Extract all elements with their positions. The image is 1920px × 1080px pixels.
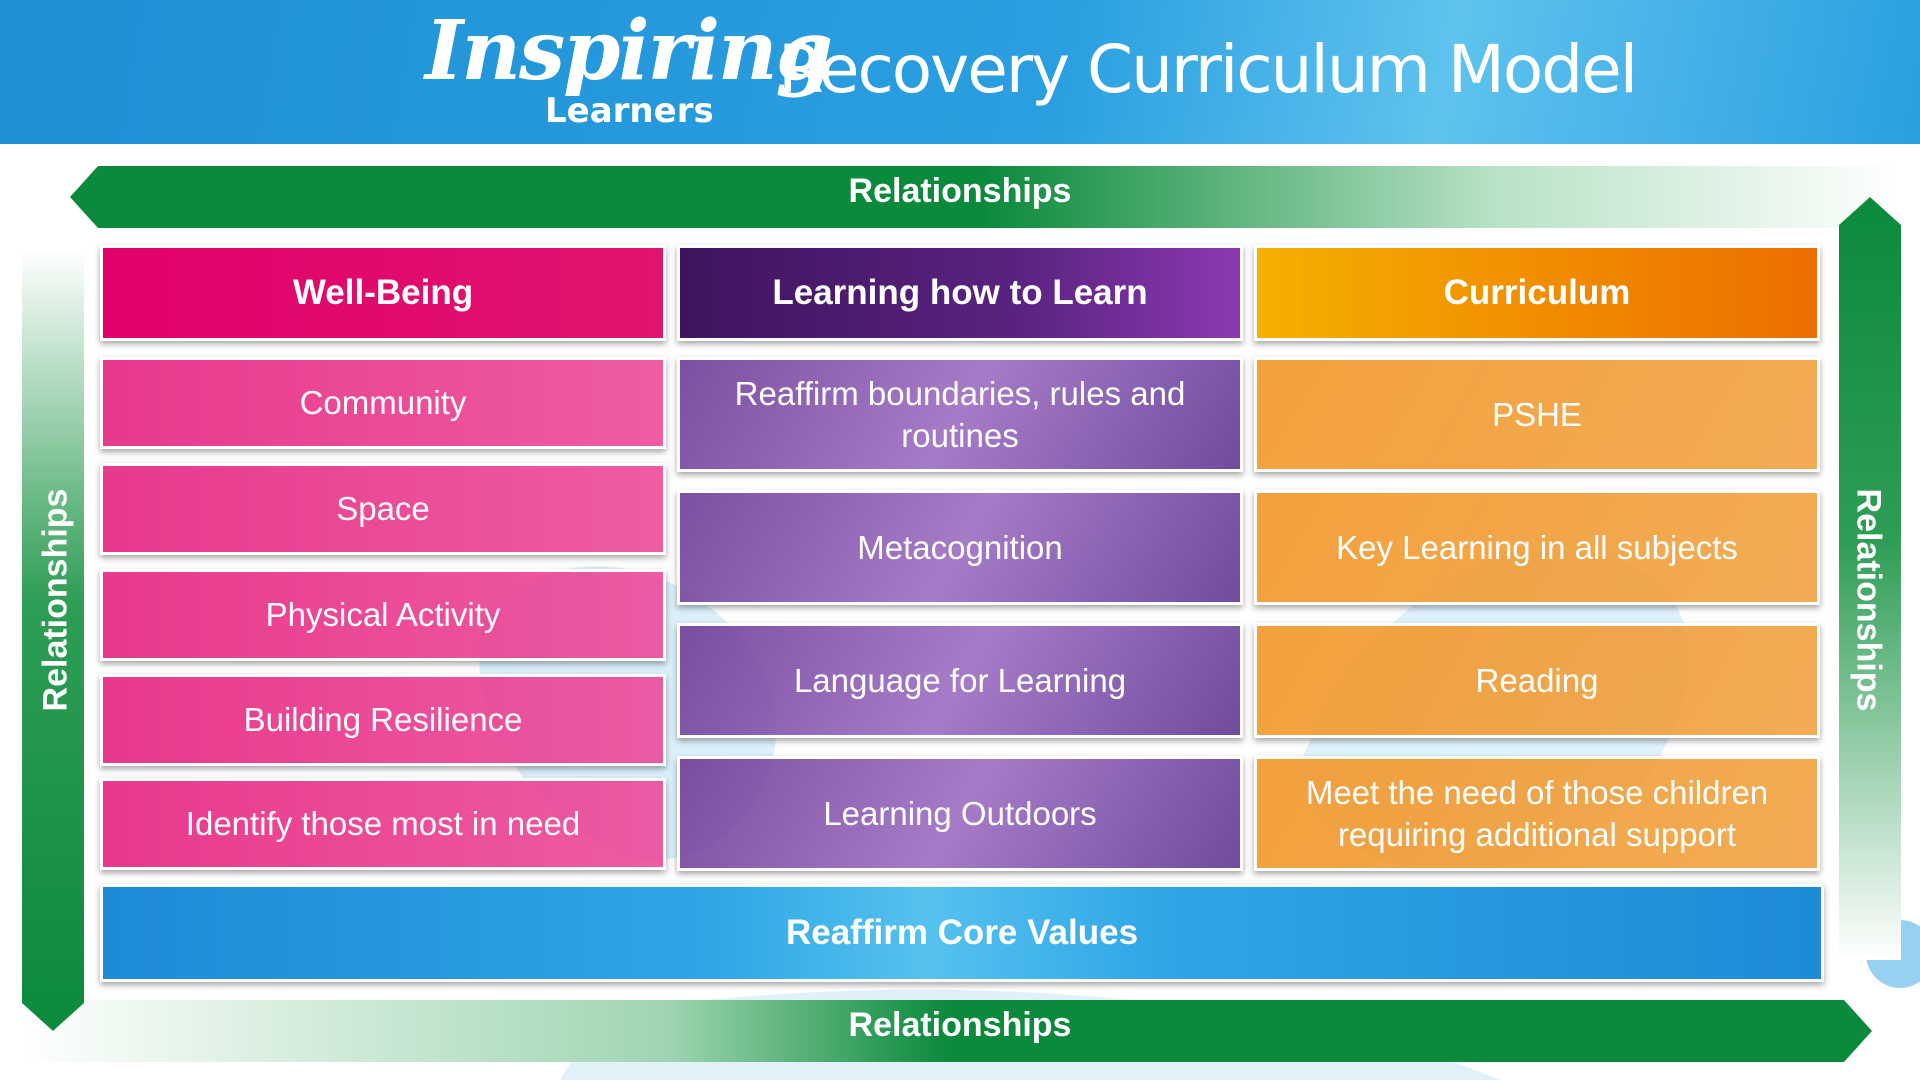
logo-subtitle: Learners: [545, 91, 714, 131]
relationships-bottom-label: Relationships: [848, 1006, 1072, 1044]
core-values-bar: Reaffirm Core Values: [100, 884, 1824, 982]
wellbeing-item-identify-need: Identify those most in need: [100, 778, 666, 870]
curriculum-item-key-learning: Key Learning in all subjects: [1254, 490, 1820, 605]
relationships-right-label: Relationships: [1849, 488, 1888, 712]
wellbeing-item-space: Space: [100, 463, 666, 555]
page-title: Recovery Curriculum Model: [778, 31, 1638, 108]
curriculum-header: Curriculum: [1254, 245, 1820, 341]
learning-item-metacognition: Metacognition: [677, 490, 1243, 605]
inspiring-learners-logo: Inspiring Learners: [425, 10, 833, 131]
learning-header: Learning how to Learn: [677, 245, 1243, 341]
top-arrow: [70, 166, 1900, 228]
learning-item-language: Language for Learning: [677, 623, 1243, 738]
bottom-arrow: [20, 1000, 1872, 1062]
header-banner: Inspiring Learners Recovery Curriculum M…: [0, 0, 1920, 144]
wellbeing-header: Well-Being: [100, 245, 666, 341]
learning-item-outdoors: Learning Outdoors: [677, 756, 1243, 871]
curriculum-item-additional-support: Meet the need of those children requirin…: [1254, 756, 1820, 871]
relationships-left-label: Relationships: [36, 488, 75, 712]
learning-item-boundaries: Reaffirm boundaries, rules and routines: [677, 357, 1243, 472]
wellbeing-item-building-resilience: Building Resilience: [100, 674, 666, 766]
relationships-top-label: Relationships: [848, 172, 1072, 210]
left-arrow: [22, 250, 84, 1031]
wellbeing-item-physical-activity: Physical Activity: [100, 569, 666, 661]
curriculum-item-reading: Reading: [1254, 623, 1820, 738]
curriculum-item-pshe: PSHE: [1254, 357, 1820, 472]
right-arrow: [1839, 197, 1901, 960]
logo-wordmark: Inspiring: [425, 3, 833, 99]
wellbeing-item-community: Community: [100, 357, 666, 449]
